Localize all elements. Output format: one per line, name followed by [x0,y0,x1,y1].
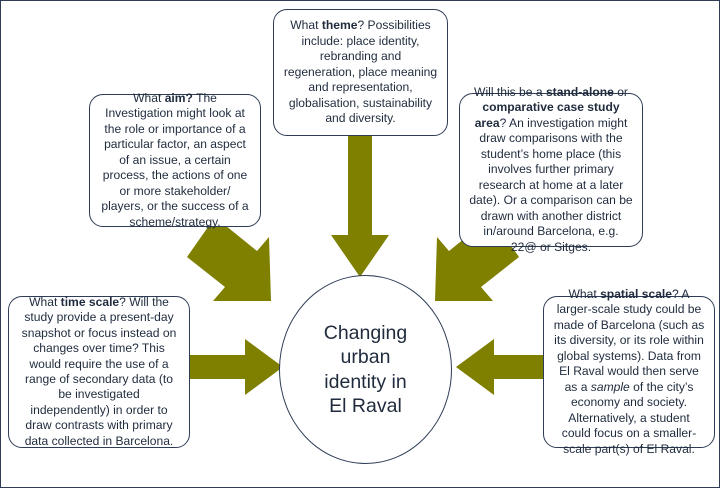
note-timescale-rest: ? Will the study provide a present-day s… [21,294,177,448]
note-theme-keyword: theme [321,18,358,33]
arrow-aim-to-hub-icon [187,217,293,313]
note-box-standalone: Will this be a stand-alone or comparativ… [459,85,643,254]
note-standalone-text: Will this be a stand-alone or comparativ… [469,85,633,255]
note-spatial-lead: What [568,286,601,301]
note-timescale-text: What time scale? Will the study provide … [18,295,180,450]
note-box-spatial: What spatial scale? A larger-scale study… [543,287,715,456]
note-box-aim: What aim? The Investigation might look a… [89,91,261,230]
hub-line-3: identity in [324,370,407,393]
note-standalone-keyword2: comparative case study area [474,100,620,130]
note-theme-rest: ? Possibilities include: place identity,… [283,18,438,126]
note-standalone-lead: Will this be a [474,84,546,99]
hub-line-2: urban [340,346,391,369]
note-theme-text: What theme? Possibilities include: place… [283,18,438,126]
note-spatial-part1: ? A larger-scale study could be made of … [553,286,705,394]
note-standalone-keyword: stand-alone [545,84,614,99]
note-box-theme: What theme? Possibilities include: place… [273,9,448,136]
note-spatial-part2: of the city’s economy and society. Alter… [561,379,697,456]
note-spatial-emphasis: sample [590,379,630,394]
note-aim-keyword: aim? [164,90,193,105]
note-theme-lead: What [290,18,322,33]
note-aim-rest: The Investigation might look at the role… [101,90,249,229]
note-timescale-lead: What [29,294,61,309]
hub-line-1: Changing [323,322,408,345]
central-topic-node: Changing urban identity in El Raval [279,275,452,464]
hub-line-4: El Raval [329,394,402,417]
note-spatial-keyword: spatial scale [600,286,673,301]
note-spatial-text: What spatial scale? A larger-scale study… [553,287,705,457]
arrow-theme-to-hub-icon [331,135,389,277]
note-timescale-keyword: time scale [60,294,120,309]
arrow-spatial-to-hub-icon [456,339,556,395]
note-aim-text: What aim? The Investigation might look a… [99,91,251,230]
central-topic-label: Changing urban identity in El Raval [310,321,421,418]
note-standalone-rest: ? An investigation might draw comparison… [469,115,633,254]
note-standalone-mid: or [613,84,628,99]
note-aim-lead: What [133,90,165,105]
note-box-timescale: What time scale? Will the study provide … [8,295,190,450]
arrow-timescale-to-hub-icon [183,339,283,395]
